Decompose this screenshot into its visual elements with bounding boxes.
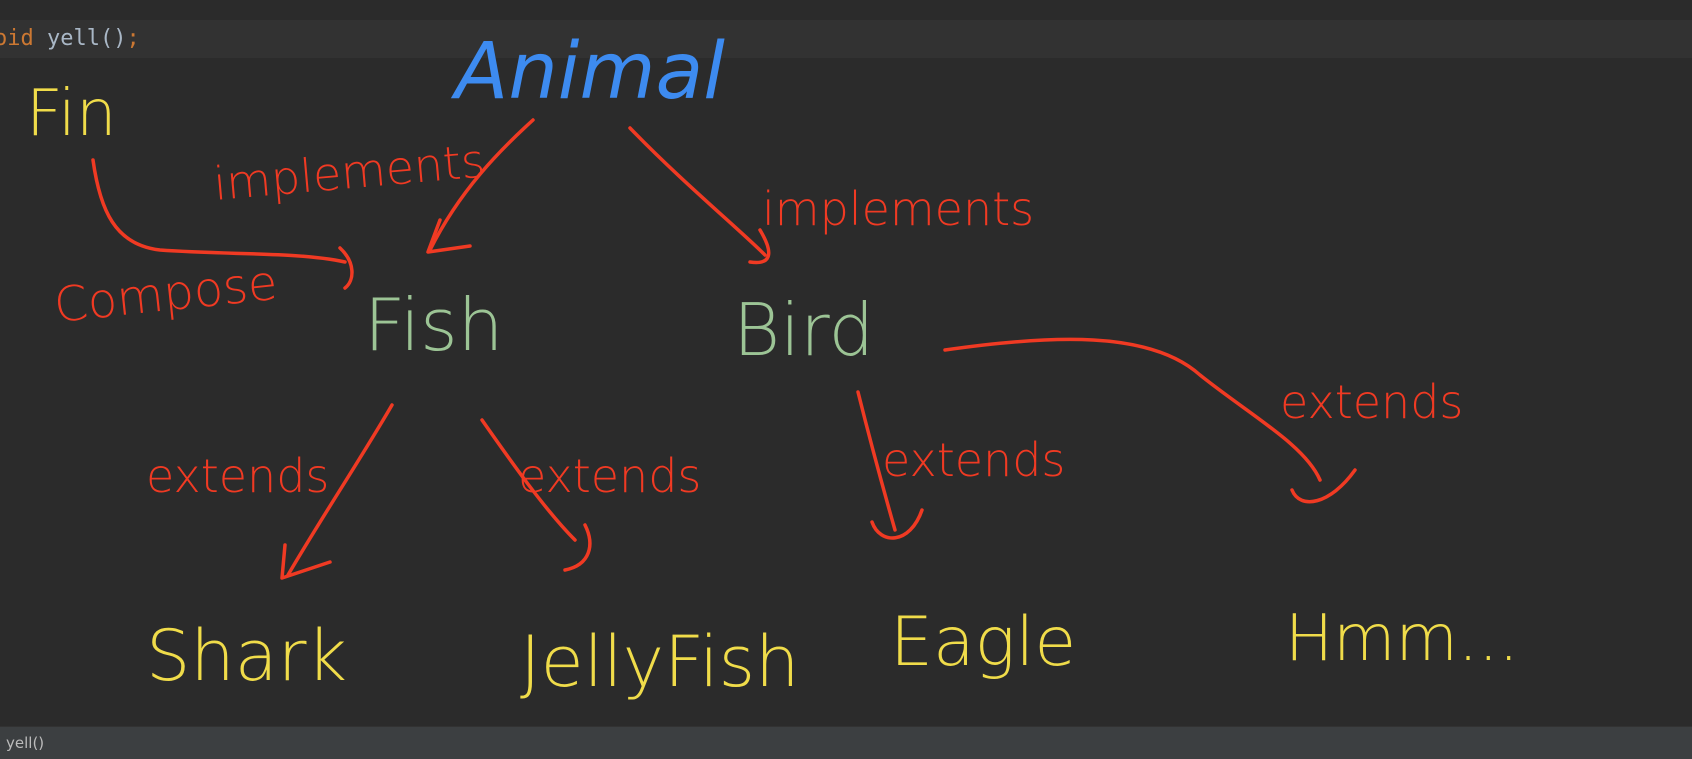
label-fish-shark: extends bbox=[146, 449, 329, 503]
label-animal-fish: implements bbox=[211, 133, 487, 211]
editor-top-strip bbox=[0, 0, 1692, 20]
handwritten-class-diagram: Animal Fin Fish Bird Shark JellyFish Eag… bbox=[26, 27, 1519, 703]
node-fish: Fish bbox=[364, 283, 503, 367]
arrowhead-animal-fish bbox=[426, 218, 472, 254]
code-editor[interactable]: oid yell(); Animal bbox=[0, 0, 1692, 726]
node-bird: Bird bbox=[733, 288, 874, 372]
arrowhead-fin-fish bbox=[338, 246, 354, 290]
arrow-animal-fish bbox=[428, 118, 535, 252]
code-text: oid yell(); bbox=[0, 20, 140, 58]
node-jellyfish: JellyFish bbox=[520, 621, 800, 703]
arrowhead-bird-hmm bbox=[1290, 468, 1357, 504]
code-keyword: oid bbox=[0, 26, 34, 51]
label-fish-jellyfish: extends bbox=[518, 449, 701, 503]
code-parens: () bbox=[99, 26, 127, 51]
arrowhead-fish-shark bbox=[280, 543, 332, 580]
arrow-animal-bird bbox=[628, 126, 767, 257]
arrow-bird-eagle bbox=[856, 390, 897, 532]
node-hmm: Hmm... bbox=[1285, 602, 1519, 676]
node-animal: Animal bbox=[450, 27, 725, 117]
arrow-fin-fish bbox=[91, 158, 347, 264]
node-fin: Fin bbox=[26, 77, 117, 151]
arrow-fish-jellyfish bbox=[480, 418, 577, 542]
status-bar-method-breadcrumb[interactable]: yell() bbox=[6, 734, 45, 752]
node-eagle: Eagle bbox=[890, 603, 1076, 682]
label-bird-hmm: extends bbox=[1280, 375, 1463, 429]
arrowhead-animal-bird bbox=[748, 228, 771, 265]
arrow-bird-hmm bbox=[943, 337, 1322, 482]
arrow-fish-shark bbox=[286, 403, 394, 577]
status-bar: yell() bbox=[0, 726, 1692, 759]
arrowhead-fish-jellyfish bbox=[563, 523, 592, 572]
code-semicolon: ; bbox=[126, 26, 140, 51]
node-shark: Shark bbox=[146, 615, 347, 697]
label-bird-eagle: extends bbox=[882, 433, 1065, 487]
label-fin-fish: Compose bbox=[51, 255, 280, 334]
code-method-name: yell bbox=[47, 26, 100, 51]
arrowhead-bird-eagle bbox=[870, 508, 924, 540]
current-code-line[interactable]: oid yell(); bbox=[0, 20, 1692, 58]
label-animal-bird: implements bbox=[762, 182, 1034, 236]
